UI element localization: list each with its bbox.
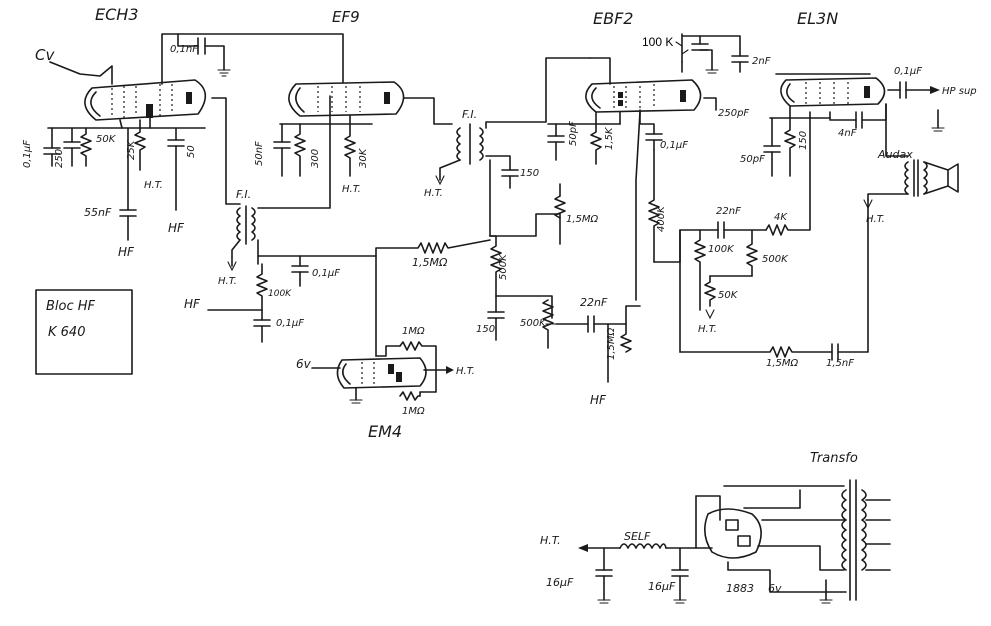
em4-cv-label: 6v — [296, 357, 312, 371]
tube-title-ebf2: EBF2 — [593, 9, 633, 28]
ebf2-hf-label: HF — [590, 393, 607, 407]
self-label: SELF — [624, 530, 651, 543]
bloc-hf-box — [35, 289, 133, 375]
em4-tube — [336, 357, 427, 389]
label-r-500k-a: 500K — [498, 253, 509, 280]
out-ht-label: H.T. — [866, 214, 885, 225]
label-c-01uf-c: 0,1µF — [276, 318, 304, 329]
label-c-50pf: 50pF — [568, 121, 579, 146]
label-r-15m-b: 1,5MΩ — [566, 214, 599, 225]
label-c-250pf: 250pF — [718, 108, 749, 119]
heater-6v-label: 6v — [768, 582, 782, 595]
label-c-01uf-b: 0,1µF — [312, 268, 340, 279]
ech3-ht-label: H.T. — [144, 180, 163, 191]
ech3-cv-label: Cv — [35, 46, 55, 64]
label-r-15m-fb: 1,5MΩ — [766, 358, 799, 369]
rectifier-1883 — [704, 508, 762, 559]
tube-title-ef9: EF9 — [332, 8, 360, 26]
label-c-50pf-b: 50pF — [740, 154, 765, 165]
bloc-hf-line2: K 640 — [48, 325, 85, 340]
label-c-16uf-b: 16µF — [648, 580, 676, 593]
label-c-22nf-b: 22nF — [716, 206, 741, 217]
ech3-hf-label-left: HF — [118, 245, 135, 259]
label-r-50k: 50K — [96, 134, 117, 145]
label-c-22nf-a: 22nF — [580, 296, 608, 309]
label-r-100k-a: 100K — [268, 289, 292, 299]
label-r-1m-b: 1MΩ — [402, 406, 425, 417]
hp-sup-label: HP sup — [942, 86, 977, 97]
el3n-tube — [780, 77, 886, 107]
label-c-50: 50 — [186, 145, 197, 158]
tube-title-el3n: EL3N — [797, 9, 838, 28]
ech3-hf-label-right: HF — [168, 221, 185, 235]
label-r-15m-c: 1,5MΩ — [606, 327, 617, 360]
mid-hf-label: HF — [184, 297, 201, 311]
label-r-400k: 400K — [656, 205, 667, 232]
ps-ht-label: H.T. — [540, 534, 561, 547]
ef9-tube — [288, 81, 405, 117]
fi-label-1: F.I. — [236, 188, 251, 201]
label-c-2nf: 2nF — [752, 56, 771, 67]
label-pot-100k: 100 K — [642, 35, 673, 49]
ef9-ht-label: H.T. — [342, 184, 361, 195]
label-r-50k-b: 50K — [718, 290, 739, 301]
label-c-01uf-e: 0,1µF — [894, 66, 922, 77]
label-r-300: 300 — [310, 149, 321, 168]
label-r-15m-a: 1,5MΩ — [412, 256, 448, 269]
rect-tube-label: 1883 — [726, 582, 754, 595]
label-r-500k-b: 500K — [762, 254, 789, 265]
label-c-01uf-a: 0,1µF — [22, 140, 33, 168]
tube-title-em4: EM4 — [368, 422, 402, 441]
power-transformer — [841, 479, 891, 601]
bloc-hf-line1: Bloc HF — [46, 299, 96, 314]
label-r-150: 150 — [798, 131, 809, 150]
label-c-01nf: 0,1nF — [170, 44, 198, 55]
label-c-150-fi: 150 — [520, 168, 539, 179]
label-r-4k: 4K — [774, 212, 788, 223]
fi2-ht-label: H.T. — [424, 188, 443, 199]
label-c-01uf-d: 0,1µF — [660, 140, 688, 151]
label-r-25k: 25K — [126, 139, 137, 160]
label-r-250: 250 — [54, 149, 65, 168]
label-c-150-b: 150 — [476, 324, 495, 335]
audax-label: Audax — [877, 148, 913, 161]
fi-label-2: F.I. — [462, 108, 477, 121]
label-r-1m-a: 1MΩ — [402, 326, 425, 337]
fi1-ht-label: H.T. — [218, 276, 237, 287]
label-c-50nf: 50nF — [254, 141, 265, 166]
ech3-tube — [84, 79, 207, 121]
label-r-30k: 30K — [358, 147, 369, 168]
ebf2-tube — [585, 79, 702, 113]
label-c-55nf: 55nF — [84, 206, 112, 219]
label-c-4nf: 4nF — [838, 128, 857, 139]
label-r-1-5k: 1,5K — [604, 126, 615, 150]
tone-ht-label: H.T. — [698, 324, 717, 335]
label-r-100k-b: 100K — [708, 244, 735, 255]
label-pot-500k: 500K — [520, 318, 547, 329]
em4-ht-label: H.T. — [456, 366, 475, 377]
tube-title-ech3: ECH3 — [95, 5, 139, 24]
transfo-label: Transfo — [810, 451, 858, 466]
label-c-16uf-a: 16µF — [546, 576, 574, 589]
label-c-15nf: 1,5nF — [826, 358, 854, 369]
